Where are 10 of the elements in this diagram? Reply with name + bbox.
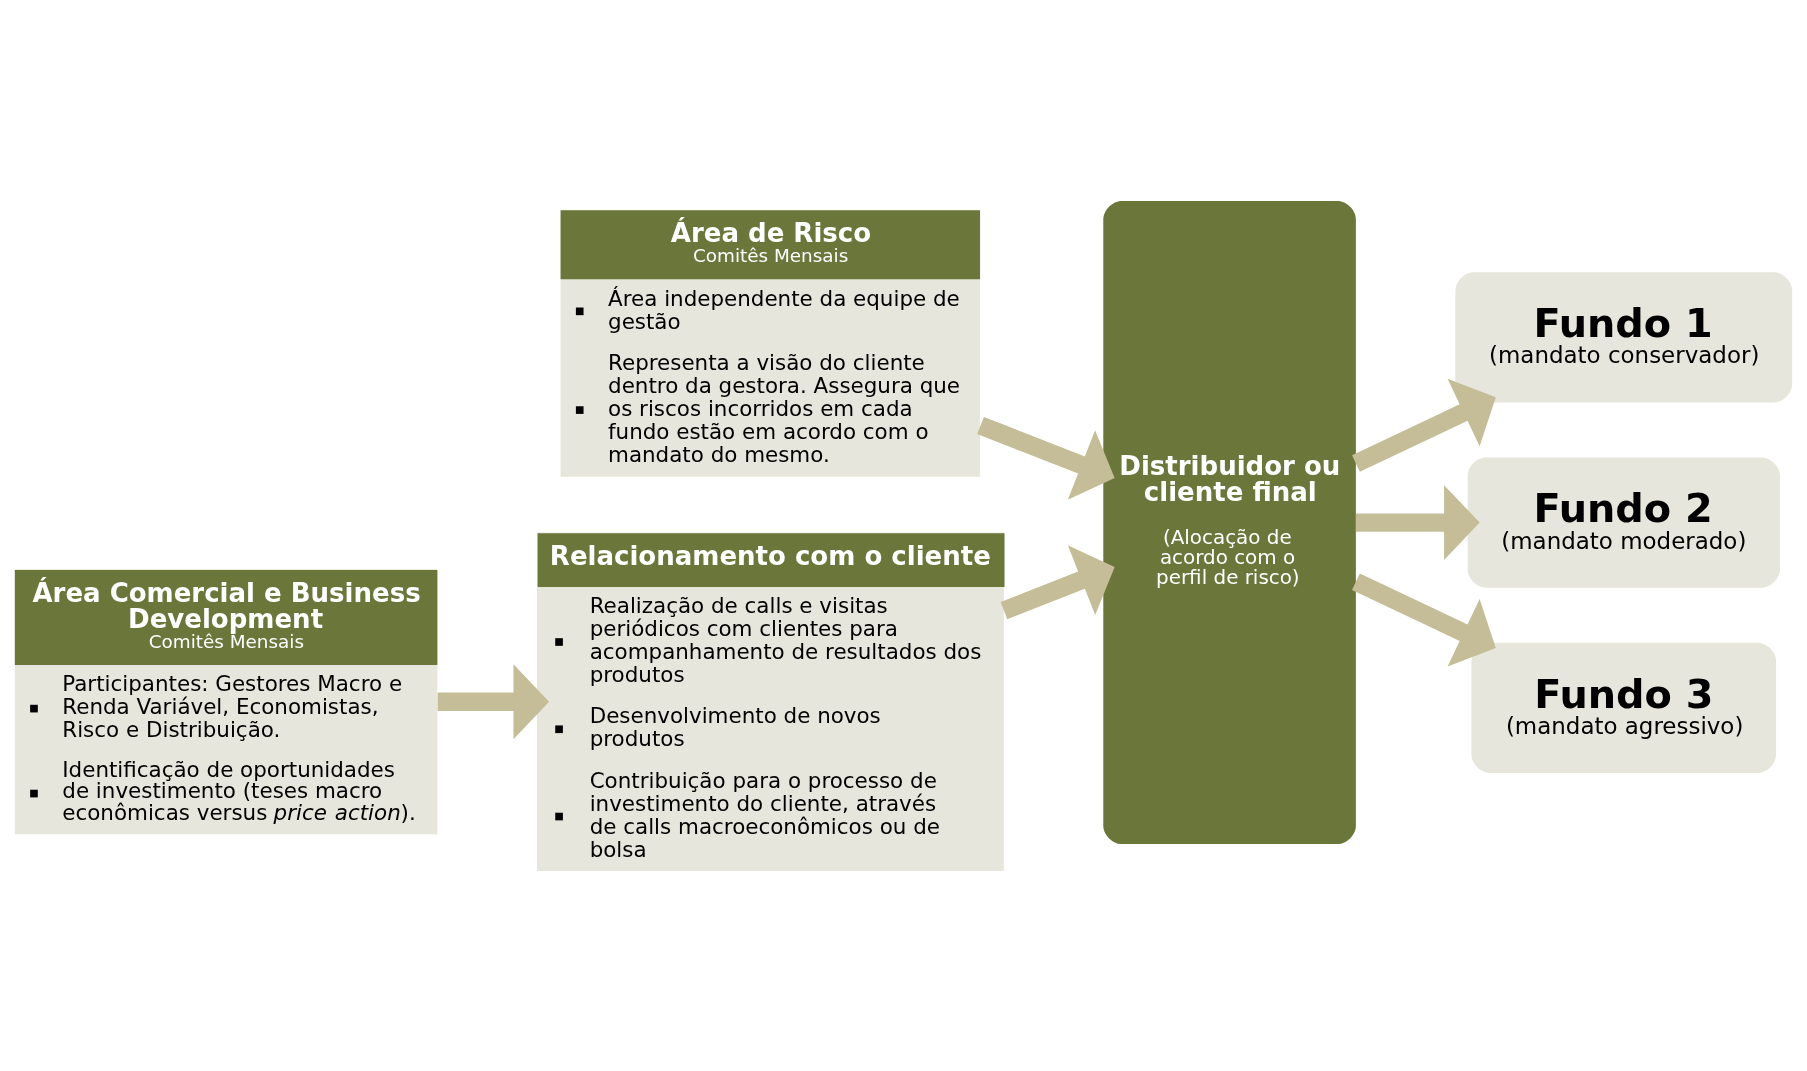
arrow: [437, 663, 550, 739]
node-box: Distribuidor ou cliente final (Alocação de acordo com o perfil de risco): [1103, 200, 1356, 844]
arrow: [977, 416, 1115, 500]
arrow: [1352, 378, 1496, 472]
node-box: Fundo 1 (mandato conservador): [1455, 271, 1793, 402]
node-box: Fundo 3 (mandato agressivo): [1471, 642, 1777, 773]
node-box: Fundo 2 (mandato moderado): [1467, 457, 1780, 588]
arrow: [1355, 484, 1480, 560]
arrow: [1352, 572, 1496, 666]
arrow: [1000, 544, 1115, 619]
